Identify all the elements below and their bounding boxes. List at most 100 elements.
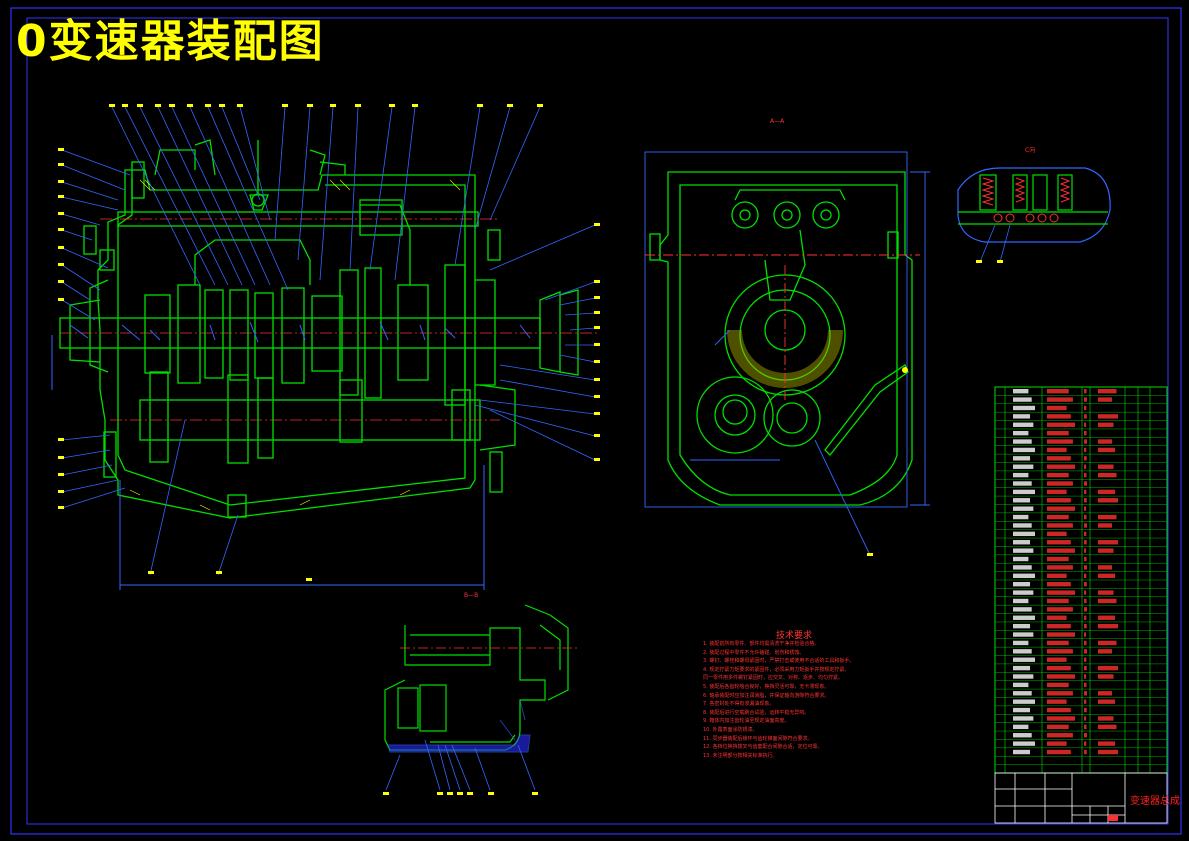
parts-list-cell (1047, 489, 1067, 495)
parts-list-cell (1084, 632, 1087, 637)
parts-list-cell (1084, 716, 1087, 721)
parts-list-cell (1084, 540, 1087, 545)
parts-list-cell (1013, 414, 1031, 419)
parts-list-cell (1013, 489, 1035, 495)
parts-list-cell (1013, 531, 1035, 537)
parts-list-cell (1098, 439, 1112, 444)
requirement-item: 2. 装配过程中零件不允许磕碰、划伤和锈蚀。 (703, 649, 805, 656)
parts-list-cell (1047, 531, 1067, 537)
parts-list-cell (1013, 733, 1032, 738)
parts-list-cell (1084, 531, 1087, 537)
main-view-details (51, 321, 531, 590)
parts-list-cell (1013, 649, 1032, 654)
parts-list-cell (1047, 548, 1075, 553)
title-block-accent (1108, 815, 1118, 821)
parts-list-cell (1013, 749, 1031, 755)
parts-list-cell (1098, 598, 1117, 604)
main-view-hatching (129, 179, 461, 511)
parts-list-cell (1084, 623, 1087, 629)
side-view-marker (867, 553, 873, 556)
technical-requirements-title: 技术要求 (776, 631, 813, 641)
parts-list-cell (1084, 590, 1087, 595)
parts-list-cell (1047, 674, 1075, 679)
requirement-item: 10. 外露表面涂防锈漆。 (703, 726, 758, 733)
parts-list-cell (1098, 691, 1112, 696)
parts-list-cell (1098, 741, 1115, 746)
parts-list-cell (1084, 464, 1087, 469)
parts-list-cell (1013, 674, 1034, 679)
detail-view (957, 167, 1111, 243)
parts-list-cell (1047, 640, 1069, 646)
section-label-b: B—B (464, 592, 479, 599)
parts-list-cell (1047, 724, 1069, 730)
parts-list-cell (1084, 556, 1087, 562)
parts-list-cell (1013, 447, 1035, 453)
parts-list-cell (1047, 749, 1071, 755)
parts-list-cell (1098, 649, 1112, 654)
parts-list-cell (1084, 707, 1087, 713)
parts-list-cell (1098, 422, 1114, 427)
requirement-item: 11. 同步器装配后锁环与齿轮锥面间隙符合要求。 (703, 735, 813, 742)
parts-list-cell (1098, 489, 1115, 495)
parts-list-cell (1047, 565, 1073, 570)
parts-list-cell (1013, 623, 1031, 629)
parts-list-cell (1013, 699, 1035, 704)
parts-list-cell (1047, 430, 1069, 436)
parts-list-cell (1013, 506, 1034, 511)
parts-list-cell (1084, 691, 1087, 696)
parts-list-cell (1013, 548, 1034, 553)
parts-list-cell (1047, 456, 1071, 461)
parts-list-cell (1013, 472, 1029, 478)
parts-list-cell (1098, 397, 1112, 402)
parts-list-cell (1013, 640, 1029, 646)
section-label-c: C向 (1025, 147, 1036, 154)
parts-list-cell (1047, 615, 1067, 620)
parts-list-cell (1013, 523, 1032, 528)
parts-list-cell (1098, 472, 1117, 478)
parts-list-cell (1084, 665, 1087, 671)
parts-list-cell (1013, 716, 1034, 721)
parts-list-cell (1013, 724, 1029, 730)
parts-list-cell (1084, 724, 1087, 730)
parts-list-cell (1047, 464, 1075, 469)
parts-list-cell (1084, 733, 1087, 738)
parts-list-cell (1098, 540, 1118, 545)
parts-list-cell (1098, 623, 1118, 629)
parts-list-cell (1084, 582, 1087, 587)
parts-list-cell (1047, 657, 1067, 662)
parts-list-cell (1084, 405, 1087, 411)
parts-list-cell (1013, 707, 1031, 713)
parts-list-cell (1047, 665, 1071, 671)
lower-view-details (385, 647, 580, 791)
parts-list-cell (1047, 472, 1069, 478)
parts-list-cell (1047, 607, 1073, 612)
parts-list-cell (1013, 607, 1032, 612)
parts-list-cell (1098, 414, 1118, 419)
parts-list-cell (1084, 741, 1087, 746)
parts-list-cell (1047, 481, 1073, 486)
parts-list-cell (1047, 590, 1075, 595)
parts-list-cell (1098, 498, 1118, 503)
parts-list-cell (1013, 741, 1035, 746)
parts-list-cell (1098, 590, 1114, 595)
parts-list-cell (1084, 682, 1087, 688)
requirement-item: 12. 各挡位换挡拨叉与齿套配合间隙合适，定位可靠。 (703, 744, 823, 751)
parts-list-cell (1013, 691, 1032, 696)
parts-list-cell (1084, 489, 1087, 495)
requirement-item: 5. 装配后各齿轮啮合良好，换挡灵活可靠，无卡滞现象。 (703, 683, 830, 690)
requirement-item: 6. 轴承装配时应加注润滑脂，并保证轴向游隙符合要求。 (703, 692, 830, 699)
parts-list-cell (1084, 548, 1087, 553)
parts-list-cell (1013, 598, 1029, 604)
parts-list-cell (1047, 582, 1071, 587)
detail-leaders (979, 224, 1011, 263)
parts-list-cell (1084, 615, 1087, 620)
parts-list-cell (1084, 514, 1087, 520)
lower-balloon-marks (383, 792, 538, 795)
parts-list-cell (1084, 472, 1087, 478)
parts-list-cell (1098, 565, 1112, 570)
parts-list-cell (1013, 657, 1035, 662)
parts-list-cell (1098, 389, 1117, 394)
parts-list-cell (1013, 573, 1035, 578)
parts-list-cell (1098, 749, 1118, 755)
parts-list-cell (1098, 514, 1117, 520)
